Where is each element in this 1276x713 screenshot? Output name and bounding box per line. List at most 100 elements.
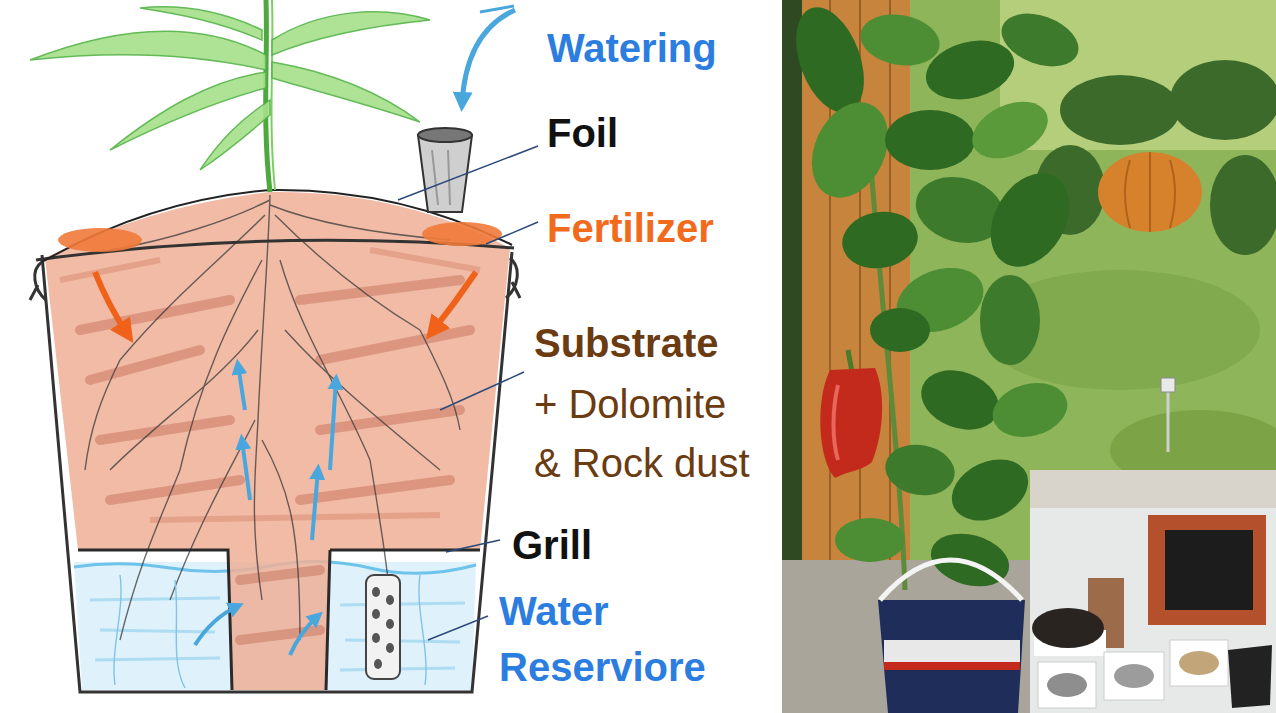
red-pepper (820, 350, 882, 478)
materials-inset (1148, 515, 1266, 625)
perforated-tube (372, 587, 380, 597)
perforated-tube (374, 659, 382, 669)
pepper-leaves (942, 448, 1038, 533)
plant (272, 12, 430, 55)
grill (78, 550, 480, 690)
pepper-leaves (885, 110, 975, 170)
part-label: + Dolomite (532, 381, 728, 427)
capillary-arrows (238, 365, 245, 410)
pumpkin-leaves (1035, 60, 1276, 255)
fertilizer (432, 272, 476, 332)
roots (85, 195, 460, 650)
perforated-tube (372, 587, 394, 669)
roots (280, 260, 370, 460)
pepper-leaves (835, 518, 905, 562)
plant (30, 31, 266, 70)
pumpkin-leaves (1170, 60, 1276, 140)
roots (180, 260, 262, 470)
substrate (80, 280, 470, 640)
part-label: Water Reserviore (497, 583, 751, 695)
watering-pipe (418, 135, 472, 212)
pepper-leaves (838, 206, 923, 274)
roots (170, 420, 255, 600)
planter-bucket (884, 640, 1020, 662)
fertilizer (58, 222, 502, 335)
plant (30, 0, 430, 192)
materials-inset (1179, 651, 1219, 675)
materials-inset (1114, 664, 1154, 688)
water-roots (419, 575, 426, 685)
red-pepper (848, 350, 852, 372)
part-label: Fertilizer (545, 205, 716, 251)
grill (326, 550, 330, 690)
substrate (60, 250, 480, 520)
planter-bucket (880, 560, 1022, 600)
capillary-arrows (290, 616, 318, 655)
capillary-arrows (330, 380, 336, 470)
water-roots (114, 575, 426, 688)
plant (272, 62, 420, 122)
watering-pipe (432, 150, 450, 205)
roots (254, 195, 270, 600)
roots (285, 330, 440, 470)
pepper-leaves (980, 275, 1040, 365)
pepper-leaves (963, 90, 1057, 169)
leader-lines (440, 372, 524, 410)
part-label: Substrate (532, 320, 721, 366)
grill (78, 550, 232, 690)
bucket-handle-right (506, 258, 520, 298)
fertilizer (95, 272, 128, 335)
pepper-leaves (783, 0, 1086, 595)
planter-bucket (878, 560, 1025, 713)
perforated-tube (386, 595, 394, 605)
part-label: Watering (545, 25, 719, 71)
pepper-leaves (856, 8, 943, 71)
bucket-wall (42, 252, 512, 692)
pepper-leaves (913, 360, 1007, 440)
bucket-sketch (30, 0, 538, 692)
water-roots (175, 580, 185, 688)
pumpkin (1125, 152, 1175, 232)
perforated-tube (386, 619, 394, 629)
materials-inset (1047, 673, 1087, 697)
capillary-arrows (195, 365, 336, 655)
planter-bucket (884, 662, 1020, 670)
materials-inset (1170, 640, 1228, 686)
red-pepper (820, 368, 882, 478)
pepper-leaves (797, 90, 903, 210)
pepper-photo (782, 0, 1276, 713)
pepper-leaves (994, 4, 1086, 76)
pepper-leaves (870, 308, 930, 352)
leader-lines (446, 540, 500, 552)
pepper-leaves (881, 439, 959, 500)
bucket-handle-left (30, 262, 46, 300)
substrate (45, 192, 510, 690)
pepper-photo (980, 270, 1260, 390)
perforated-tube (386, 643, 394, 653)
plant (266, 0, 270, 192)
materials-inset (1038, 662, 1096, 708)
watering-arrow (462, 10, 515, 104)
pumpkin (1098, 152, 1202, 232)
pepper-leaves (975, 159, 1086, 281)
pumpkin-leaves (1210, 155, 1276, 255)
part-label: & Rock dust (532, 440, 752, 486)
pumpkin (1098, 152, 1202, 232)
materials-inset (1032, 608, 1104, 648)
roots (275, 215, 420, 330)
part-label: Grill (510, 522, 594, 568)
materials-inset (1030, 508, 1276, 713)
watering-pipe (418, 128, 472, 212)
pumpkin-leaves (1060, 75, 1180, 145)
watering-pipe (418, 128, 472, 142)
roots (262, 440, 300, 640)
planter-bucket (878, 600, 1025, 713)
solar-lamp (1161, 378, 1175, 452)
roots (120, 470, 180, 640)
capillary-arrows (242, 440, 250, 500)
capillary-arrows (312, 470, 318, 540)
roots (110, 330, 258, 470)
perforated-tube (366, 575, 400, 679)
perforated-tube (366, 575, 400, 679)
